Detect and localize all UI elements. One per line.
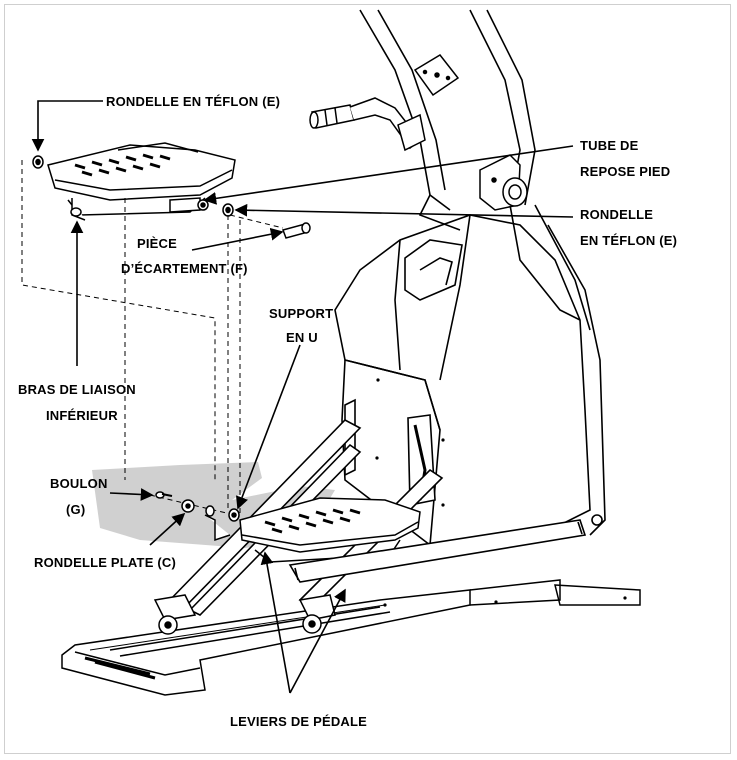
leader-teflon-top bbox=[31, 100, 103, 152]
label-u-bracket-2: EN U bbox=[286, 330, 318, 345]
mounting-plate bbox=[413, 54, 460, 97]
exploded-hardware-top bbox=[32, 155, 311, 239]
handle-grips bbox=[309, 97, 426, 152]
leader-teflon-right bbox=[234, 203, 574, 218]
leader-bolt bbox=[109, 488, 154, 501]
leader-spacer bbox=[191, 227, 284, 251]
label-pedal-levers: LEVIERS DE PÉDALE bbox=[230, 714, 367, 729]
label-flat-washer: RONDELLE PLATE (C) bbox=[34, 555, 176, 570]
leader-flat-washer bbox=[149, 512, 186, 546]
console-fasteners bbox=[375, 378, 627, 607]
label-bolt-1: BOULON bbox=[50, 476, 108, 491]
installed-pedal bbox=[239, 497, 421, 563]
base-platform bbox=[61, 579, 641, 696]
u-bracket-hardware bbox=[155, 491, 240, 542]
label-u-bracket-1: SUPPORT bbox=[269, 306, 333, 321]
label-bolt-2: (G) bbox=[66, 502, 85, 517]
diagram-border bbox=[4, 4, 731, 754]
label-teflon-washer-top: RONDELLE EN TÉFLON (E) bbox=[106, 94, 280, 109]
exploded-pedal bbox=[47, 142, 236, 221]
exploded-guides bbox=[21, 160, 284, 516]
label-footrest-tube-1: TUBE DE bbox=[580, 138, 639, 153]
pivot-assembly bbox=[479, 154, 528, 211]
console-body bbox=[334, 214, 591, 546]
leader-lines bbox=[31, 100, 574, 694]
label-footrest-tube-2: REPOSE PIED bbox=[580, 164, 670, 179]
leader-footrest-tube bbox=[203, 145, 574, 205]
label-spacer-1: PIÈCE bbox=[137, 236, 177, 251]
leader-pedal-lever-right bbox=[289, 588, 346, 694]
leader-u-bracket bbox=[235, 344, 301, 510]
label-teflon-washer-right-1: RONDELLE bbox=[580, 207, 653, 222]
pedal-lever-crossbar bbox=[288, 514, 603, 583]
wheels bbox=[153, 594, 336, 635]
label-teflon-washer-right-2: EN TÉFLON (E) bbox=[580, 233, 677, 248]
label-spacer-2: D’ÉCARTEMENT (F) bbox=[121, 261, 248, 276]
leader-pedal-lever-left bbox=[260, 551, 291, 694]
label-lower-link-arm-2: INFÉRIEUR bbox=[46, 408, 118, 423]
label-lower-link-arm-1: BRAS DE LIAISON bbox=[18, 382, 136, 397]
